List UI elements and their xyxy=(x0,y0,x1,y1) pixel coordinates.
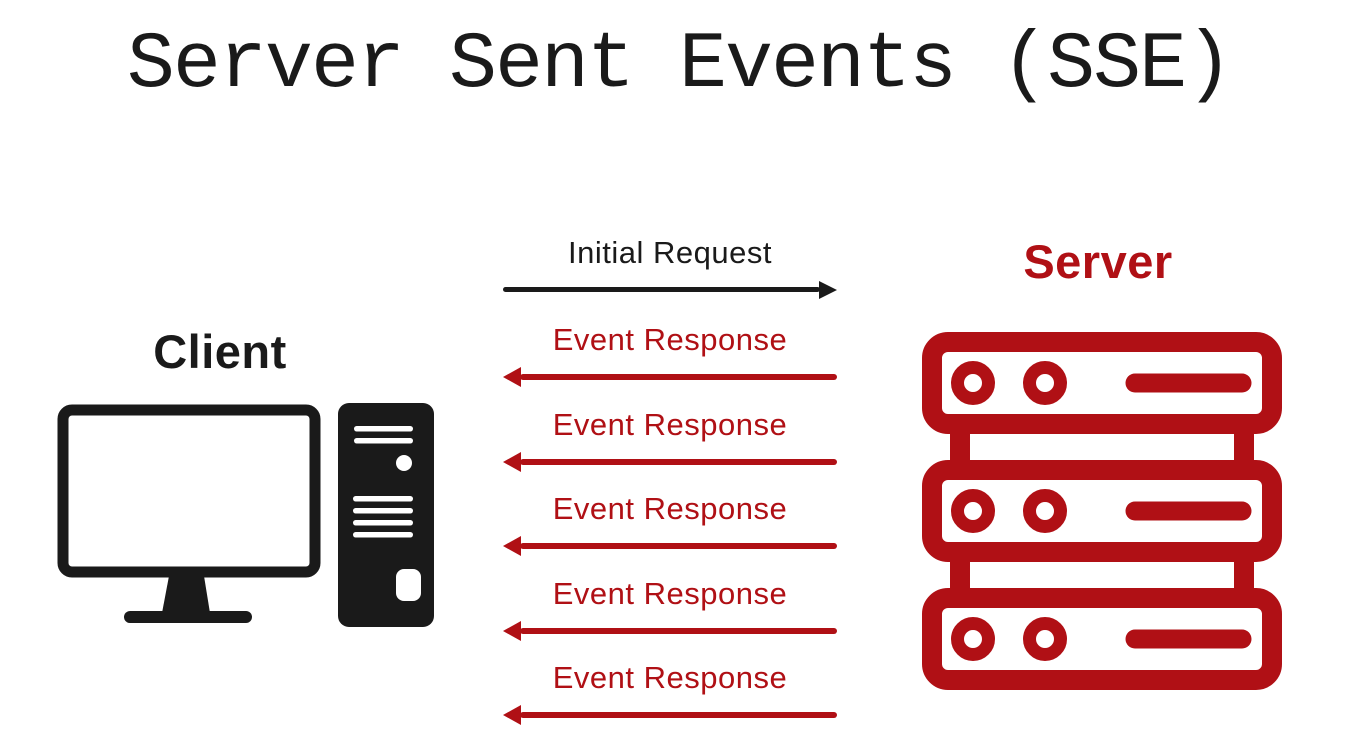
message-label: Initial Request xyxy=(568,235,772,270)
server-label: Server xyxy=(1023,235,1173,288)
client-label: Client xyxy=(153,325,287,378)
server-unit xyxy=(922,332,1282,434)
message-initial-request: Initial Request xyxy=(503,232,837,292)
diagram-title: Server Sent Events (SSE) xyxy=(126,20,1233,111)
arrow-left-icon xyxy=(520,374,837,380)
arrow-right-icon xyxy=(503,287,820,292)
tower-icon xyxy=(338,403,434,627)
arrow-left-icon xyxy=(520,543,837,549)
message-label: Event Response xyxy=(552,576,788,611)
server-stack-icon xyxy=(922,332,1282,690)
arrow-left-icon xyxy=(520,459,837,465)
arrow-left-icon xyxy=(520,628,837,634)
server-unit xyxy=(922,460,1282,562)
message-event-response: Event Response xyxy=(503,657,837,718)
message-label: Event Response xyxy=(552,660,788,695)
server-unit xyxy=(922,588,1282,690)
message-event-response: Event Response xyxy=(503,488,837,549)
monitor-icon xyxy=(57,404,321,623)
message-event-response: Event Response xyxy=(503,573,837,634)
message-event-response: Event Response xyxy=(503,319,837,380)
arrow-left-icon xyxy=(520,712,837,718)
desktop-computer-icon xyxy=(57,403,434,627)
message-label: Event Response xyxy=(552,491,788,526)
message-label: Event Response xyxy=(552,407,788,442)
message-label: Event Response xyxy=(552,322,788,357)
message-event-response: Event Response xyxy=(503,404,837,465)
